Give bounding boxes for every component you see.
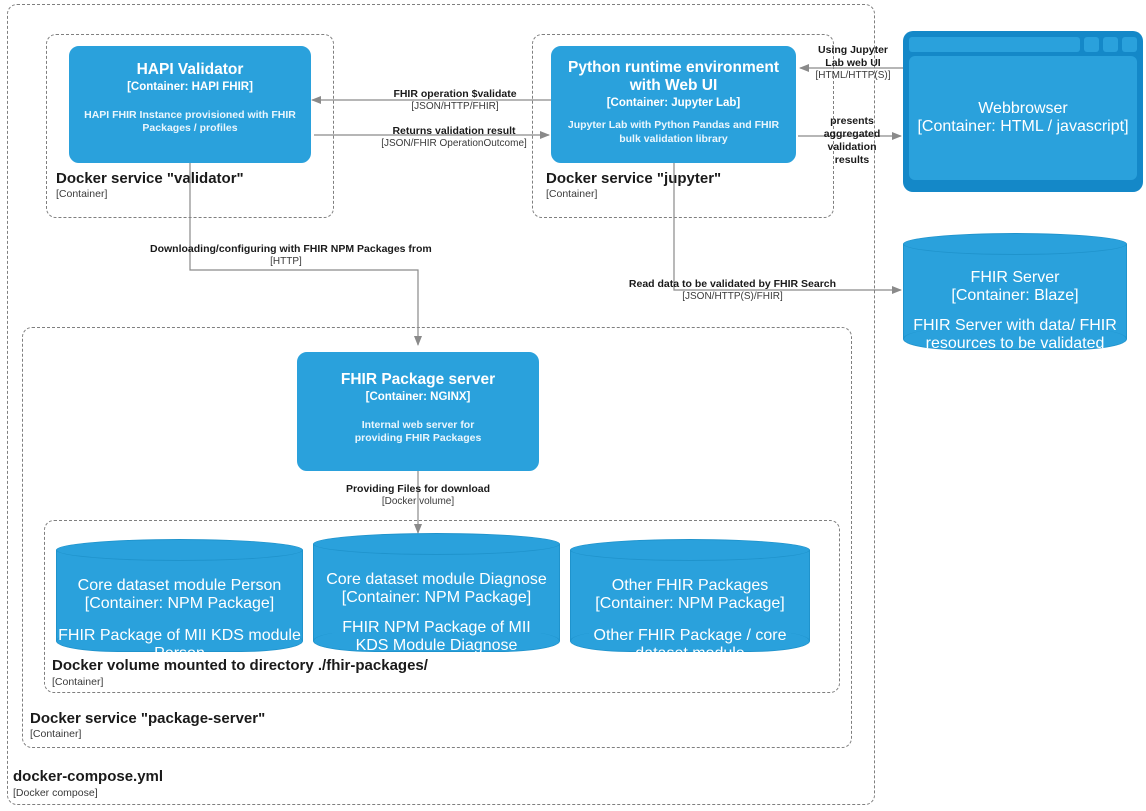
node-hapi-validator-tech: [Container: HAPI FHIR] xyxy=(127,80,253,93)
edge-download-packages-text: Downloading/configuring with FHIR NPM Pa… xyxy=(150,243,432,255)
pkg-diagnose-cylinder-body xyxy=(313,544,560,641)
edge-label-download-packages: Downloading/configuring with FHIR NPM Pa… xyxy=(150,243,432,269)
pkg-diagnose-cylinder-top xyxy=(313,533,560,555)
pkg-person-cylinder-top xyxy=(56,539,303,561)
node-pkg-diagnose-tech: [Container: NPM Package] xyxy=(341,589,532,606)
boundary-validator-label: Docker service "validator" xyxy=(56,170,244,187)
node-pkg-person-tech: [Container: NPM Package] xyxy=(84,595,275,612)
node-fhir-package-server-tech: [Container: NGINX] xyxy=(365,390,471,403)
node-pkg-person-title: Core dataset module Person xyxy=(77,577,282,594)
node-fhir-package-server-title: FHIR Package server xyxy=(340,371,496,388)
pkg-other-content: Other FHIR Packages [Container: NPM Pack… xyxy=(570,557,810,662)
node-hapi-validator-desc: HAPI FHIR Instance provisioned with FHIR… xyxy=(84,108,296,135)
boundary-package-server xyxy=(22,327,852,748)
edge-read-data-tech: [JSON/HTTP(S)/FHIR] xyxy=(682,291,783,303)
browser-content: Webbrowser [Container: HTML / javascript… xyxy=(909,56,1137,180)
node-python-runtime[interactable]: Python runtime environment with Web UI [… xyxy=(551,46,796,163)
node-webbrowser-tech: [Container: HTML / javascript] xyxy=(917,118,1129,135)
fhir-server-cylinder-body xyxy=(903,244,1127,339)
node-fhir-package-server-desc: Internal web server for providing FHIR P… xyxy=(354,418,482,445)
node-pkg-other-title: Other FHIR Packages xyxy=(611,577,769,594)
edge-validate-request-text: FHIR operation $validate xyxy=(393,88,517,100)
edge-label-presents-results: presents aggregated validation results xyxy=(812,115,892,168)
node-pkg-other-tech: [Container: NPM Package] xyxy=(595,595,785,612)
node-pkg-diagnose-title: Core dataset module Diagnose xyxy=(326,571,547,588)
pkg-other-cylinder-body xyxy=(570,550,810,641)
boundary-docker-volume xyxy=(44,520,840,693)
edge-using-jupyter-tech: [HTML/HTTP(S)] xyxy=(815,70,891,82)
boundary-validator-tech: [Container] xyxy=(56,188,108,200)
node-fhir-server-desc: FHIR Server with data/ FHIR resources to… xyxy=(913,317,1117,352)
node-fhir-package-server[interactable]: FHIR Package server [Container: NGINX] I… xyxy=(297,352,539,471)
node-fhir-server[interactable]: FHIR Server [Container: Blaze] FHIR Serv… xyxy=(903,233,1127,352)
boundary-docker-volume-tech: [Container] xyxy=(52,676,104,688)
node-pkg-other-desc: Other FHIR Package / core dataset module xyxy=(593,627,787,662)
browser-address-bar[interactable] xyxy=(909,37,1080,52)
node-hapi-validator-title: HAPI Validator xyxy=(136,61,244,78)
pkg-person-content: Core dataset module Person [Container: N… xyxy=(56,557,303,662)
edge-label-providing-files: Providing Files for download [Docker vol… xyxy=(334,483,502,509)
boundary-package-server-label: Docker service "package-server" xyxy=(30,710,266,727)
node-hapi-validator[interactable]: HAPI Validator [Container: HAPI FHIR] HA… xyxy=(69,46,311,163)
node-fhir-server-tech: [Container: Blaze] xyxy=(951,287,1079,304)
node-pkg-person-desc: FHIR Package of MII KDS module Person xyxy=(58,627,301,662)
boundary-docker-volume-label: Docker volume mounted to directory ./fhi… xyxy=(52,657,428,674)
edge-label-read-data: Read data to be validated by FHIR Search… xyxy=(614,278,851,304)
node-python-runtime-tech: [Container: Jupyter Lab] xyxy=(606,96,741,109)
node-python-runtime-title: Python runtime environment with Web UI xyxy=(568,59,779,94)
boundary-jupyter-label: Docker service "jupyter" xyxy=(546,170,722,187)
boundary-docker-compose-tech: [Docker compose] xyxy=(13,787,98,799)
node-python-runtime-desc: Jupyter Lab with Python Pandas and FHIR … xyxy=(567,119,780,146)
pkg-person-cylinder-body xyxy=(56,550,303,641)
boundary-docker-compose-label: docker-compose.yml xyxy=(13,768,164,785)
fhir-server-content: FHIR Server [Container: Blaze] FHIR Serv… xyxy=(903,251,1127,352)
fhir-server-cylinder-top xyxy=(903,233,1127,255)
edge-label-validate-request: FHIR operation $validate [JSON/HTTP/FHIR… xyxy=(375,88,535,114)
node-webbrowser-title: Webbrowser xyxy=(978,100,1068,117)
pkg-diagnose-content: Core dataset module Diagnose [Container:… xyxy=(313,551,560,654)
fhir-server-cylinder-bottom xyxy=(903,328,1127,350)
browser-maximize-icon[interactable] xyxy=(1103,37,1118,52)
browser-minimize-icon[interactable] xyxy=(1084,37,1099,52)
node-pkg-person[interactable]: Core dataset module Person [Container: N… xyxy=(56,539,303,662)
edge-providing-files-text: Providing Files for download xyxy=(345,483,491,495)
node-webbrowser[interactable]: Webbrowser [Container: HTML / javascript… xyxy=(903,31,1143,192)
node-pkg-other[interactable]: Other FHIR Packages [Container: NPM Pack… xyxy=(570,539,810,662)
boundary-jupyter-tech: [Container] xyxy=(546,188,598,200)
edge-download-packages-tech: [HTTP] xyxy=(270,256,302,268)
boundary-docker-compose xyxy=(7,4,875,805)
pkg-diagnose-cylinder-bottom xyxy=(313,630,560,652)
pkg-person-cylinder-bottom xyxy=(56,630,303,652)
node-fhir-server-title: FHIR Server xyxy=(970,269,1060,286)
edge-validate-response-text: Returns validation result xyxy=(392,125,516,137)
edge-label-validate-response: Returns validation result [JSON/FHIR Ope… xyxy=(358,125,550,151)
browser-close-icon[interactable] xyxy=(1122,37,1137,52)
node-pkg-diagnose-desc: FHIR NPM Package of MII KDS Module Diagn… xyxy=(342,619,531,654)
edge-providing-files-tech: [Docker volume] xyxy=(381,496,455,508)
pkg-other-cylinder-bottom xyxy=(570,630,810,652)
boundary-package-server-tech: [Container] xyxy=(30,728,82,740)
pkg-other-cylinder-top xyxy=(570,539,810,561)
edge-presents-results-text: presents aggregated validation results xyxy=(823,115,881,167)
browser-title-bar xyxy=(909,37,1137,52)
edge-using-jupyter-text: Using Jupyter Lab web UI xyxy=(817,44,888,70)
edge-validate-response-tech: [JSON/FHIR OperationOutcome] xyxy=(381,138,527,150)
edge-label-using-jupyter: Using Jupyter Lab web UI [HTML/HTTP(S)] xyxy=(812,44,894,83)
edge-read-data-text: Read data to be validated by FHIR Search xyxy=(628,278,837,290)
edge-validate-request-tech: [JSON/HTTP/FHIR] xyxy=(411,101,499,113)
node-pkg-diagnose[interactable]: Core dataset module Diagnose [Container:… xyxy=(313,533,560,654)
